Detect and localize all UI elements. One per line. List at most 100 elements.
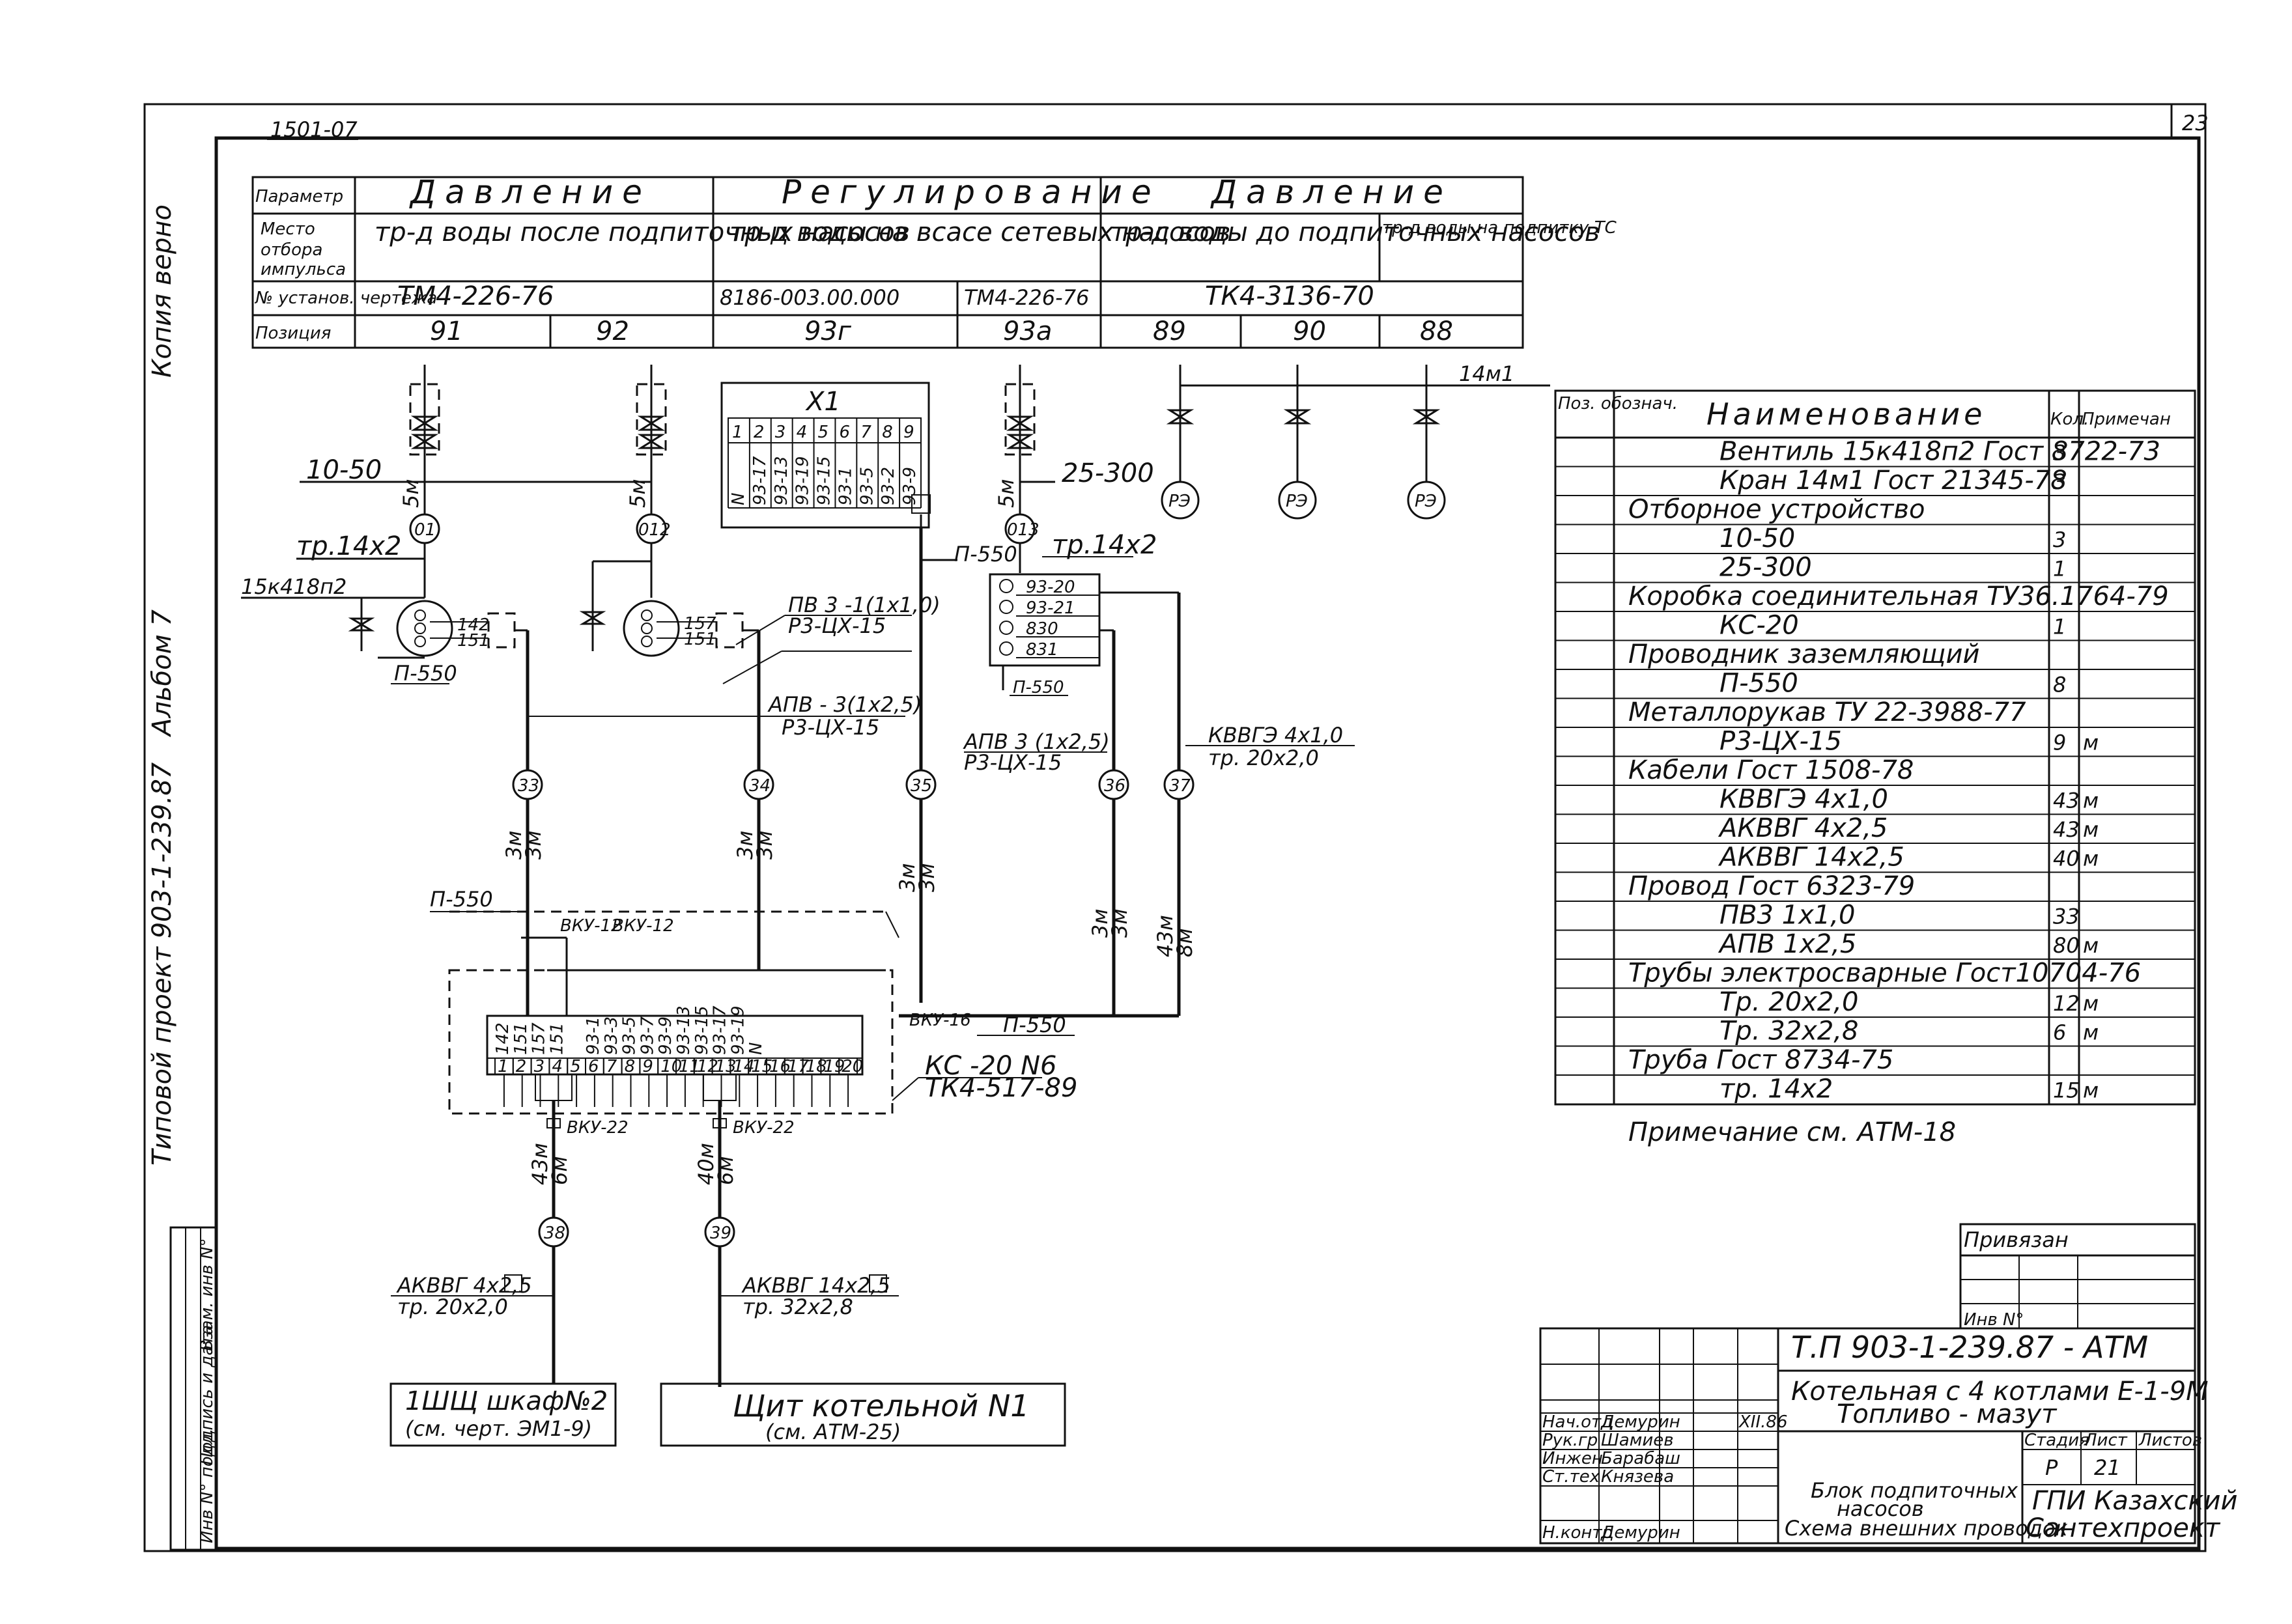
x1-terminal-num: 6	[839, 423, 850, 442]
svg-text:5м: 5м	[994, 479, 1019, 509]
box-terminal-num: 12	[697, 1057, 718, 1076]
svg-text:тр-д воды до подпиточных насос: тр-д воды до подпиточных насосов	[1111, 217, 1600, 247]
spec-row-name: КС-20	[1719, 611, 1799, 641]
svg-text:тр.14х2: тр.14х2	[296, 531, 401, 561]
spec-row-qty: 3	[2053, 469, 2066, 494]
svg-text:(см. АТМ-25): (см. АТМ-25)	[765, 1420, 901, 1444]
spec-row-qty: 43	[2053, 817, 2080, 842]
box-terminal-num: 5	[570, 1057, 581, 1076]
x1-wire-label: 93-19	[793, 456, 813, 505]
svg-text:ТМ4-226-76: ТМ4-226-76	[397, 281, 554, 311]
svg-text:Стадия: Стадия	[2024, 1431, 2089, 1450]
box-terminal-num: 10	[660, 1057, 682, 1076]
x1-terminal-num: 2	[754, 423, 765, 442]
x1-terminal-num: 3	[775, 423, 786, 442]
box-terminal-num: 8	[625, 1057, 636, 1076]
sensor-012-assembly: 5м 012 157 151	[355, 365, 744, 657]
svg-text:Сантехпроект: Сантехпроект	[2026, 1513, 2221, 1543]
box13-terminal	[999, 641, 1013, 656]
title-block: Привязан Инв N° Т.П 903-1-239.87 - АТМ К…	[1539, 1223, 2238, 1545]
x1-terminal-num: 7	[860, 423, 871, 442]
x1-wire-label: 93-15	[815, 456, 834, 505]
svg-text:Подпись и дата: Подпись и дата	[197, 1325, 217, 1465]
svg-text:АПВ 3 (1х2,5): АПВ 3 (1х2,5)	[963, 729, 1110, 754]
svg-text:91: 91	[430, 316, 463, 346]
box-terminal-wire: 151	[547, 1022, 567, 1055]
box13-wire: 831	[1026, 640, 1058, 660]
box-terminal-num: 15	[751, 1057, 772, 1076]
spec-row-name: 10-50	[1719, 524, 1795, 553]
spec-row-qty: 8	[2053, 673, 2066, 697]
shchit-label: Щит котельной N1	[733, 1388, 1030, 1423]
x1-terminal-num: 4	[797, 423, 808, 442]
svg-text:П-550: П-550	[954, 542, 1017, 567]
side-label-album: Альбом 7	[147, 609, 177, 738]
x1-wire-label: 93-1	[836, 467, 855, 505]
svg-text:КВВГЭ 4х1,0: КВВГЭ 4х1,0	[1208, 723, 1343, 748]
circle-39: 39	[710, 1224, 731, 1243]
box-terminal-wire: 151	[511, 1022, 531, 1055]
spec-row-note: м	[2083, 789, 2099, 813]
spec-row-name: тр. 14х2	[1719, 1074, 1833, 1104]
svg-text:Котельная с 4 котлами Е-1-9М: Котельная с 4 котлами Е-1-9М	[1791, 1377, 2209, 1407]
box-terminal-wire: 93-5	[620, 1016, 640, 1055]
side-label-project: Типовой проект 903-1-239.87	[147, 762, 177, 1166]
left-strip: Взам. инв N° Подпись и дата Инв N° подл.	[169, 1226, 218, 1551]
svg-text:Позиция: Позиция	[255, 324, 331, 343]
svg-text:Регулирование: Регулирование	[782, 173, 1161, 211]
box-terminal-wire: 157	[530, 1022, 549, 1055]
svg-text:Н.контр: Н.контр	[1542, 1523, 1613, 1543]
box-terminal-num: 2	[516, 1057, 527, 1076]
svg-text:90: 90	[1293, 316, 1326, 346]
svg-text:П-550: П-550	[394, 661, 457, 686]
svg-text:ПВ 3 -1(1х1,0): ПВ 3 -1(1х1,0)	[788, 593, 941, 617]
box-terminal-num: 13	[715, 1057, 737, 1076]
circle-33: 33	[518, 776, 539, 796]
box-terminal-num: 3	[534, 1057, 545, 1076]
svg-text:Давление: Давление	[1210, 173, 1452, 211]
circle-37: 37	[1169, 776, 1191, 796]
spec-row-name: Труба Гост 8734-75	[1628, 1045, 1893, 1075]
svg-text:Р3-ЦХ-15: Р3-ЦХ-15	[964, 750, 1062, 775]
box-terminal-wire: 93-7	[638, 1016, 657, 1055]
svg-text:6м: 6м	[713, 1156, 738, 1186]
spec-row-note: м	[2083, 1078, 2099, 1103]
box-terminal-wire: 93-17	[711, 1005, 730, 1055]
svg-text:Рук.гр: Рук.гр	[1542, 1431, 1598, 1450]
svg-text:Наименование: Наименование	[1706, 397, 1986, 432]
svg-text:Демурин: Демурин	[1600, 1523, 1680, 1543]
box13-wire: 93-20	[1026, 578, 1075, 597]
x1-terminal-num: 9	[903, 423, 914, 442]
svg-text:насосов: насосов	[1837, 1496, 1924, 1521]
svg-text:тр-д воды после подпиточных на: тр-д воды после подпиточных насосов	[375, 217, 910, 247]
svg-text:отбора: отбора	[261, 240, 322, 260]
svg-text:Х1: Х1	[805, 387, 841, 417]
svg-text:Князева: Князева	[1601, 1467, 1674, 1487]
spec-row-note: м	[2083, 817, 2099, 842]
box-terminal-wire: 93-13	[674, 1005, 694, 1055]
spec-row-name: Трубы электросварные Гост10704-76	[1628, 959, 2141, 988]
spec-row-qty: 1	[2053, 615, 2066, 639]
inner-frame	[214, 136, 2201, 1550]
svg-text:Примечан: Примечан	[2082, 410, 2171, 429]
svg-text:Взам. инв N°: Взам. инв N°	[197, 1238, 217, 1351]
box-terminal-num: 16	[769, 1057, 791, 1076]
svg-text:157: 157	[684, 614, 716, 634]
svg-text:Топливо - мазут: Топливо - мазут	[1837, 1399, 2058, 1429]
svg-text:Лист: Лист	[2084, 1431, 2128, 1450]
svg-text:ВКУ-12: ВКУ-12	[560, 916, 622, 936]
x1-terminal-num: 8	[882, 423, 893, 442]
spec-row-name: Отборное устройство	[1628, 495, 1925, 525]
svg-text:8186-003.00.000: 8186-003.00.000	[720, 285, 899, 310]
svg-text:3м: 3м	[895, 863, 920, 893]
box-terminal-num: 20	[842, 1057, 863, 1076]
sheet-number: 23	[2182, 111, 2209, 135]
box-terminal-num: 6	[588, 1057, 599, 1076]
svg-text:5м: 5м	[399, 479, 423, 509]
svg-text:151: 151	[457, 631, 490, 651]
side-label-copy: Копия верно	[147, 204, 177, 378]
spec-row-name: Металлорукав ТУ 22-3988-77	[1628, 697, 2026, 727]
box-terminal-num: 14	[733, 1057, 754, 1076]
spec-row-note: м	[2083, 1020, 2099, 1045]
svg-text:Р: Р	[2045, 1455, 2058, 1480]
